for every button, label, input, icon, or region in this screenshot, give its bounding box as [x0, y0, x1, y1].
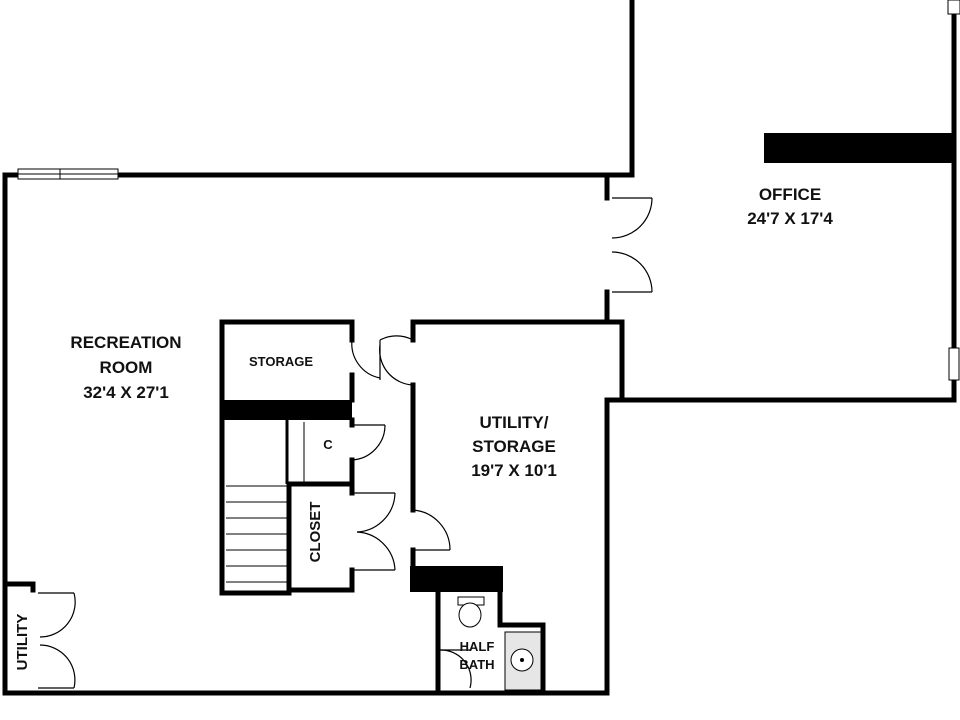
utility-storage-walls [410, 319, 625, 696]
recreation-room-dims: 32'4 X 27'1 [83, 383, 169, 402]
storage-beam [222, 400, 352, 420]
closet-c-label: C [323, 437, 333, 452]
office-beam [764, 133, 954, 163]
door-closet-c[interactable] [351, 424, 386, 461]
utility-storage-label: UTILITY/ [480, 413, 549, 432]
recreation-room-label: RECREATION [70, 333, 181, 352]
storage-core-walls [219, 319, 355, 596]
office-dims: 24'7 X 17'4 [747, 209, 833, 228]
staircase [226, 422, 305, 583]
half-bath-label-2: BATH [459, 657, 494, 672]
exterior-walls [2, 0, 957, 696]
door-utility-storage[interactable] [412, 509, 451, 551]
half-bath-label: HALF [460, 639, 495, 654]
window-office-top [947, 0, 960, 15]
door-half-bath[interactable] [439, 649, 472, 689]
utility-label: UTILITY [14, 614, 31, 671]
door-office-double[interactable] [611, 197, 653, 293]
sink [504, 631, 542, 691]
recreation-room-label-2: ROOM [100, 358, 153, 377]
door-utility-closet[interactable] [38, 592, 76, 689]
door-storage[interactable] [351, 335, 414, 386]
office-label: OFFICE [759, 185, 821, 204]
toilet [457, 596, 485, 628]
closet-label: CLOSET [307, 502, 324, 563]
window-office-right [948, 347, 960, 381]
door-closet-double[interactable] [352, 492, 396, 571]
utility-storage-label-2: STORAGE [472, 437, 556, 456]
utility-storage-dims: 19'7 X 10'1 [471, 461, 557, 480]
bath-beam [410, 566, 503, 592]
utility-closet-walls [2, 581, 36, 593]
storage-label: STORAGE [249, 354, 313, 369]
